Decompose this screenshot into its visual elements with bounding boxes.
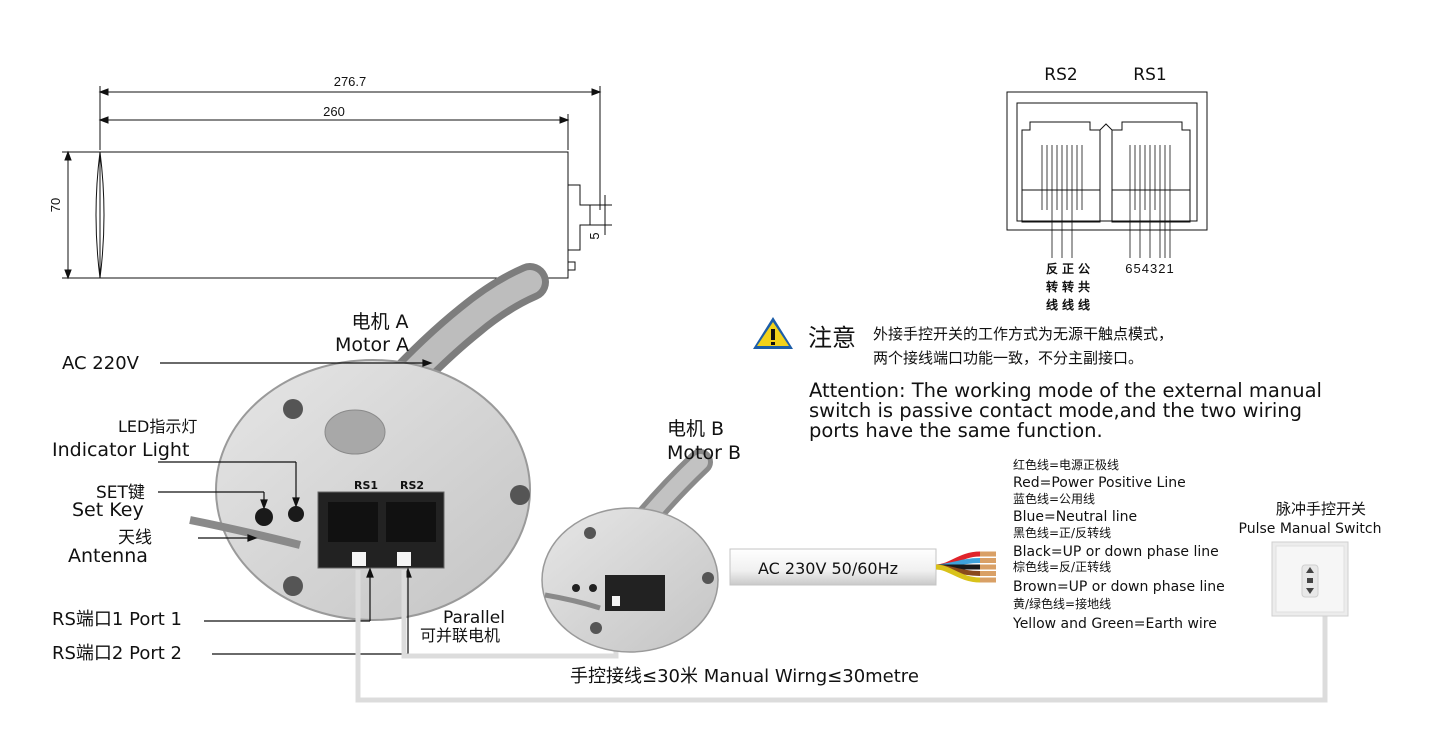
copper-tip xyxy=(980,571,996,576)
copper-tip xyxy=(980,564,996,570)
motor-a-port-label-2: RS2 xyxy=(400,479,424,492)
screw-icon xyxy=(590,622,602,634)
wire-color-legend: 红色线=电源正极线 Red=Power Positive Line 蓝色线=公用… xyxy=(1012,457,1225,632)
motor-dimension-drawing xyxy=(62,86,612,280)
svg-text:转: 转 xyxy=(1062,279,1074,294)
svg-text:反: 反 xyxy=(1046,261,1058,276)
connector-rs2-label: RS2 xyxy=(1044,65,1077,85)
rs-connector-diagram xyxy=(1006,91,1208,258)
switch-label-cn: 脉冲手控开关 xyxy=(1276,500,1366,518)
switch-label-en: Pulse Manual Switch xyxy=(1239,521,1382,537)
svg-text:线: 线 xyxy=(1062,297,1074,312)
ac220-label: AC 220V xyxy=(62,353,140,374)
up-arrow-icon xyxy=(1306,567,1314,573)
wire-legend-red-cn: 红色线=电源正极线 xyxy=(1013,457,1119,472)
motor-b-end-plate xyxy=(541,507,719,653)
wire-legend-black-en: Black=UP or down phase line xyxy=(1013,544,1219,560)
svg-text:正: 正 xyxy=(1062,262,1074,276)
wire-legend-black-cn: 黑色线=正/反转线 xyxy=(1013,525,1111,540)
parallel-label-en: Parallel xyxy=(443,608,505,628)
motor-a-label-en: Motor A xyxy=(335,334,409,356)
wire-legend-blue-cn: 蓝色线=公用线 xyxy=(1013,492,1095,506)
screw-icon xyxy=(702,572,714,584)
svg-text:公: 公 xyxy=(1078,262,1090,276)
dim-body-length: 260 xyxy=(323,104,345,119)
power-cable-label: AC 230V 50/60Hz xyxy=(758,559,898,578)
motor-b-label-cn: 电机 B xyxy=(667,418,724,440)
wire-legend-brown-cn: 棕色线=反/正转线 xyxy=(1013,559,1111,574)
note-line-en-3: ports have the same function. xyxy=(809,419,1103,442)
dim-diameter: 70 xyxy=(48,198,63,212)
copper-tip xyxy=(980,551,996,557)
connector-rs1-label: RS1 xyxy=(1133,65,1166,85)
motor-a-port-label-1: RS1 xyxy=(354,479,378,492)
note-line-en-1: Attention: The working mode of the exter… xyxy=(809,379,1322,402)
screw-icon xyxy=(283,576,303,596)
connector-wire-numbers: 654321 xyxy=(1125,261,1174,276)
screw-icon xyxy=(584,527,596,539)
down-arrow-icon xyxy=(1306,588,1314,594)
stop-icon xyxy=(1307,578,1313,583)
copper-tip xyxy=(980,558,996,563)
note-title: 注意 xyxy=(808,324,856,352)
wire-legend-brown-en: Brown=UP or down phase line xyxy=(1013,579,1225,595)
antenna-icon xyxy=(189,516,301,549)
cable-wire-earth xyxy=(935,564,981,583)
svg-text:共: 共 xyxy=(1078,279,1090,294)
wire-legend-earth-cn: 黄/绿色线=接地线 xyxy=(1013,596,1111,611)
dim-overall-length: 276.7 xyxy=(334,74,367,89)
led-label-cn: LED指示灯 xyxy=(118,417,197,436)
note-line-en-2: switch is passive contact mode,and the t… xyxy=(809,399,1302,422)
manual-wiring-label: 手控接线≤30米 Manual Wirng≤30metre xyxy=(570,666,919,687)
antenna-label-en: Antenna xyxy=(68,545,148,567)
set-key-icon xyxy=(255,508,273,526)
port1-label: RS端口1 Port 1 xyxy=(52,609,182,630)
warning-icon xyxy=(753,317,793,349)
wire-legend-blue-en: Blue=Neutral line xyxy=(1013,509,1137,525)
led-label-en: Indicator Light xyxy=(52,439,189,461)
svg-text:线: 线 xyxy=(1046,297,1058,312)
copper-tip xyxy=(980,577,996,583)
led-indicator-icon xyxy=(288,506,304,522)
motor-a-callouts xyxy=(158,359,433,655)
motor-a-label-cn: 电机 A xyxy=(351,311,408,333)
power-cable xyxy=(729,548,996,586)
svg-text:转: 转 xyxy=(1046,279,1058,294)
antenna-label-cn: 天线 xyxy=(118,528,152,548)
motor-a-end-plate xyxy=(189,359,531,621)
svg-text:线: 线 xyxy=(1078,297,1090,312)
note-line-1-cn: 外接手控开关的工作方式为无源干触点模式， xyxy=(873,325,1173,343)
screw-icon xyxy=(510,485,530,505)
note-line-2-cn: 两个接线端口功能一致，不分主副接口。 xyxy=(873,349,1143,367)
wire-legend-earth-en: Yellow and Green=Earth wire xyxy=(1012,616,1217,632)
pulse-manual-switch[interactable] xyxy=(1271,541,1349,617)
screw-icon xyxy=(283,399,303,419)
dim-shaft: 5 xyxy=(587,232,602,239)
set-key-label-en: Set Key xyxy=(72,499,144,521)
wire-legend-red-en: Red=Power Positive Line xyxy=(1013,475,1186,491)
motor-b-label-en: Motor B xyxy=(667,442,741,464)
port2-label: RS端口2 Port 2 xyxy=(52,643,182,664)
set-key-label-cn: SET键 xyxy=(96,483,145,503)
parallel-label-cn: 可并联电机 xyxy=(420,626,500,645)
connector-wire-functions: 反 转 线 正 转 线 公 共 线 xyxy=(1046,261,1090,312)
